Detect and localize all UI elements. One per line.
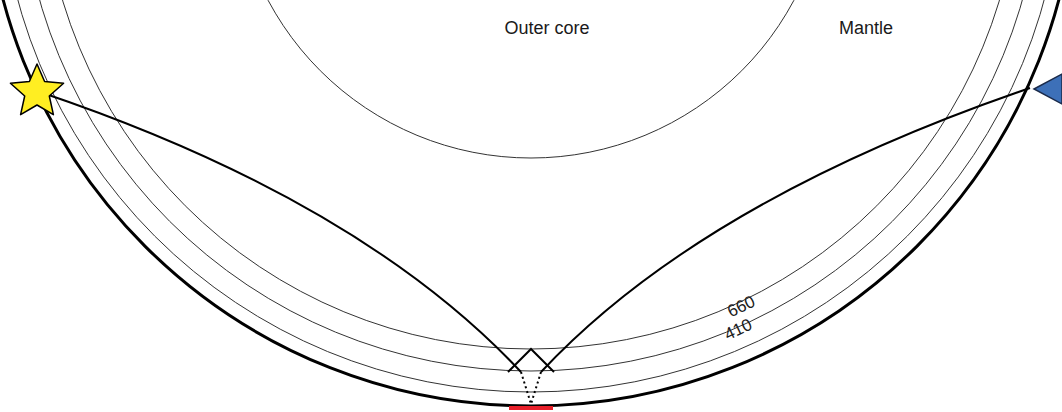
depth-label: 410 [722,315,755,342]
core-boundary [233,0,829,158]
discontinuity-660 [42,0,1020,349]
bounce-point-bar [509,406,553,410]
discontinuity-410 [20,0,1042,371]
ray-path [541,88,1030,372]
source-star [10,64,63,115]
shallow-layer [0,0,1062,392]
ray-path [40,92,521,372]
underside-reflection [508,349,554,372]
depth-label: 660 [725,292,758,319]
receiver-triangle [1034,74,1062,104]
region-label: Mantle [839,19,893,37]
region-label: Outer core [504,19,589,37]
surface-bounce-dotted [521,372,541,404]
